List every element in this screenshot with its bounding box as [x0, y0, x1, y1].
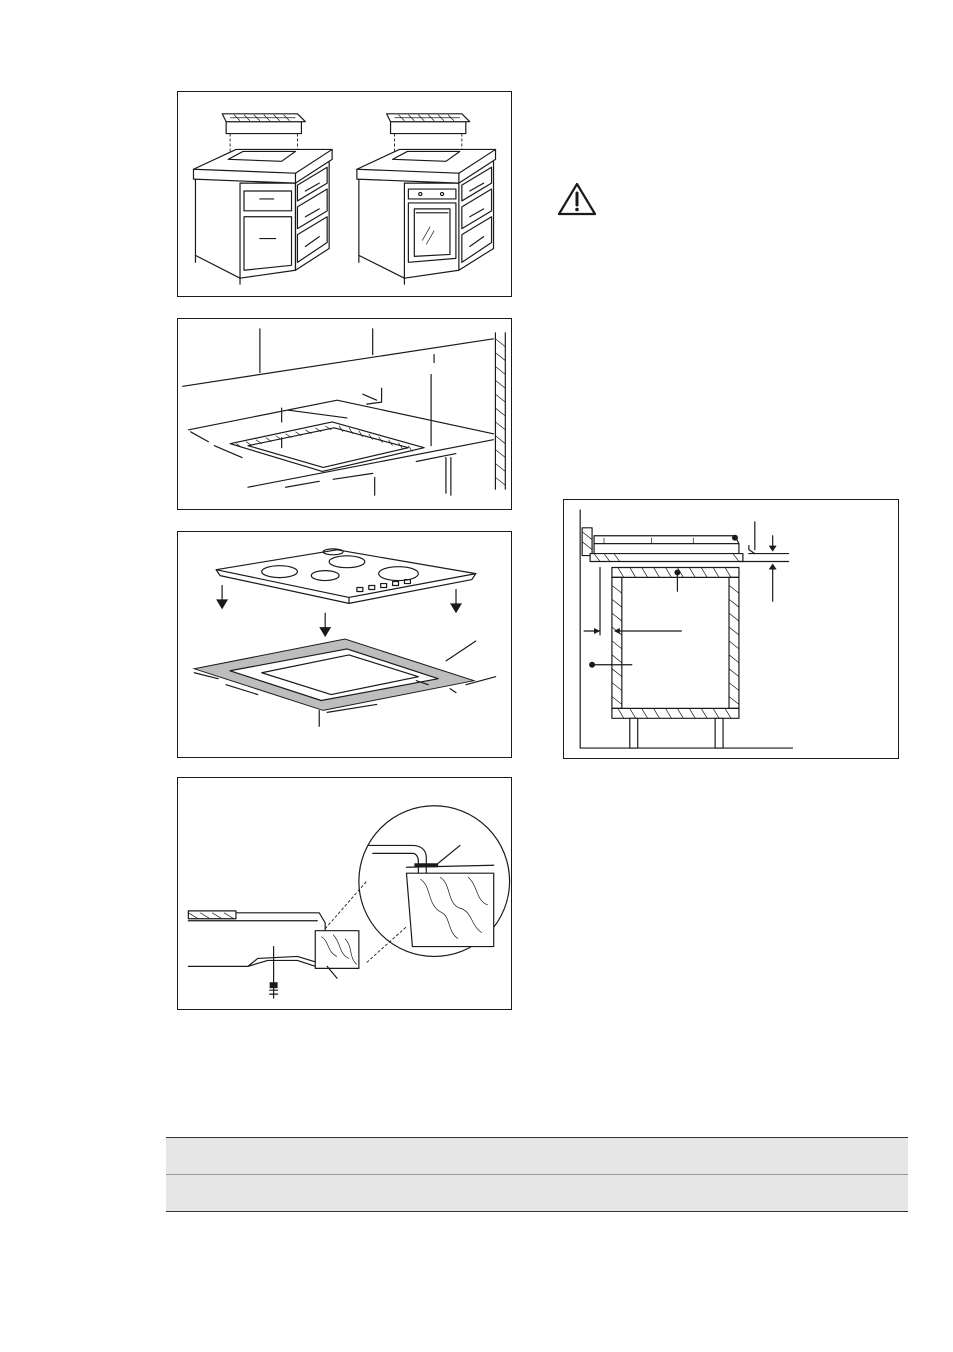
figure-side-section	[563, 499, 899, 759]
right-cabinet	[357, 114, 496, 284]
side-section-drawing	[564, 500, 898, 758]
specification-table	[166, 1137, 908, 1212]
figure-bracket-fixing	[177, 777, 512, 1010]
figure-hob-placement	[177, 531, 512, 758]
cut-out-dimensions-drawing	[178, 319, 511, 509]
hob-placement-drawing	[178, 532, 511, 757]
cabinet-installation-drawing	[178, 92, 511, 296]
table-row	[166, 1138, 908, 1175]
figure-cabinet-installation	[177, 91, 512, 297]
table-cell	[537, 1175, 908, 1212]
warning-triangle-icon	[556, 181, 598, 217]
figure-cut-out-dimensions	[177, 318, 512, 510]
table-cell	[537, 1138, 908, 1175]
table-cell	[166, 1138, 537, 1175]
bracket-fixing-drawing	[178, 778, 511, 1009]
left-cabinet	[193, 114, 332, 284]
table-cell	[166, 1175, 537, 1212]
table-row	[166, 1175, 908, 1212]
